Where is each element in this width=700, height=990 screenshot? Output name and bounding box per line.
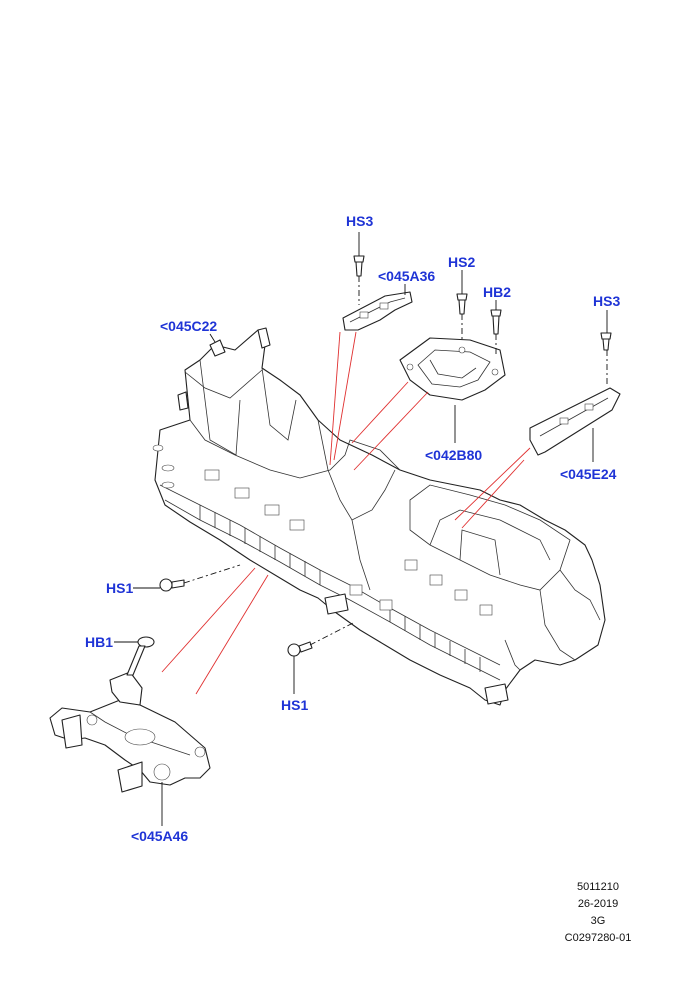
red-reference-lines: [161, 331, 531, 695]
screw-hs3-top: [353, 255, 365, 277]
callout-hs3-right: HS3: [593, 293, 621, 309]
screw-hs2: [456, 293, 468, 315]
callout-hb1: HB1: [85, 634, 114, 650]
callout-045a36: <045A36: [378, 268, 436, 284]
callout-042b80: <042B80: [425, 447, 483, 463]
ref-illustration-id: C0297280-01: [564, 932, 632, 944]
callout-hs3-top: HS3: [346, 213, 374, 229]
screw-hs1-bottom: [287, 641, 313, 657]
callout-hs1-left: HS1: [106, 580, 134, 596]
ref-code: 3G: [590, 915, 606, 927]
callout-hs2: HS2: [448, 254, 476, 270]
screw-hs1-left: [159, 578, 185, 592]
ref-date: 26-2019: [577, 898, 619, 910]
frame-042b80: [399, 337, 506, 401]
callout-045c22: <045C22: [160, 318, 218, 334]
callout-045e24: <045E24: [560, 466, 617, 482]
bolt-hb2: [490, 309, 502, 335]
bracket-045a46: [49, 671, 211, 793]
alignment-lines: [183, 276, 608, 646]
bracket-045e24: [529, 387, 621, 456]
console-main-bracket: [152, 327, 606, 706]
ref-number: 5011210: [576, 881, 619, 893]
callout-hs1-bottom: HS1: [281, 697, 309, 713]
leader-lines: [114, 232, 608, 826]
callout-045a46: <045A46: [131, 828, 189, 844]
screw-hs3-right: [600, 332, 612, 351]
bolt-hb1: [126, 636, 155, 676]
bracket-045a36: [342, 291, 413, 331]
callout-hb2: HB2: [483, 284, 512, 300]
